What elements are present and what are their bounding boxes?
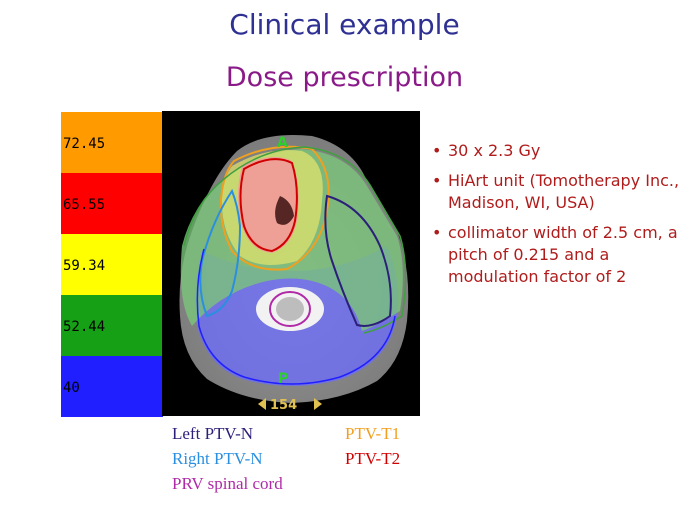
- dose-color-legend: 72.45 65.55 59.34 52.44 40: [60, 111, 164, 418]
- tumor-core: [275, 196, 294, 225]
- anterior-marker: A: [277, 135, 288, 151]
- legend-right-ptv-n: Right PTV-N: [172, 449, 263, 468]
- spinal-cord: [276, 297, 304, 321]
- prv-spinal-cord: [269, 291, 311, 327]
- slide-title: Clinical example: [229, 8, 460, 41]
- ct-dose-overlay: A P 154: [179, 135, 409, 413]
- slice-number: 154: [270, 398, 297, 413]
- bullet-item: HiArt unit (Tomotherapy Inc., Madison, W…: [432, 170, 687, 214]
- legend-ptv-t1: PTV-T1: [345, 424, 401, 443]
- prescription-bullets: 30 x 2.3 Gy HiArt unit (Tomotherapy Inc.…: [432, 140, 687, 296]
- slide-subtitle: Dose prescription: [225, 62, 464, 93]
- left-ptv-n-contour: [324, 194, 392, 327]
- posterior-marker: P: [278, 371, 288, 387]
- slice-prev-icon[interactable]: [258, 398, 266, 410]
- ptv-t2-contour: [239, 158, 298, 253]
- ptv-t1-contour: [219, 145, 330, 271]
- bullet-item: 30 x 2.3 Gy: [432, 140, 687, 162]
- body-contour: [196, 248, 396, 385]
- legend-prv-spinal-cord: PRV spinal cord: [172, 474, 283, 493]
- legend-left-ptv-n: Left PTV-N: [172, 424, 254, 443]
- legend-ptv-t2: PTV-T2: [345, 449, 401, 468]
- slice-next-icon[interactable]: [314, 398, 322, 410]
- ptv-n-outer-contour: [183, 146, 407, 334]
- dose-level: 72.45: [61, 112, 163, 173]
- dose-level: 59.34: [61, 234, 163, 295]
- bullet-item: collimator width of 2.5 cm, a pitch of 0…: [432, 222, 687, 288]
- ct-dose-image: A P 154: [162, 111, 420, 416]
- dose-level: 40: [61, 356, 163, 417]
- dose-level: 65.55: [61, 173, 163, 234]
- dose-level: 52.44: [61, 295, 163, 356]
- dose-region-65: [238, 157, 299, 253]
- right-ptv-n-contour: [199, 188, 242, 318]
